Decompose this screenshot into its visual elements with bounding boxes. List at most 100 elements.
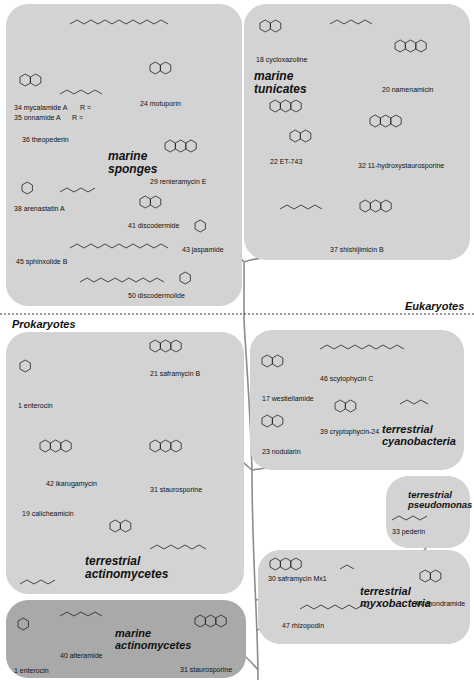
chain-bond bbox=[70, 20, 168, 24]
structure-sketch bbox=[40, 440, 71, 452]
ring-bond bbox=[20, 360, 30, 372]
compound-label: 1 enterocin bbox=[18, 402, 53, 409]
ring-bond bbox=[420, 570, 430, 582]
ring-bond bbox=[171, 440, 181, 452]
ring-bond bbox=[61, 440, 71, 452]
taxon-region: terrestrial myxobacteria bbox=[258, 550, 470, 644]
taxon-region: marine tunicates bbox=[244, 4, 470, 260]
structure-sketch bbox=[260, 20, 281, 32]
compound-label: 22 ET-743 bbox=[270, 158, 302, 165]
ring-bond bbox=[370, 200, 380, 212]
ring-bond bbox=[262, 415, 272, 427]
structure-sketch bbox=[370, 115, 401, 127]
ring-bond bbox=[216, 615, 226, 627]
compound-label: 30 saframycin Mx1 bbox=[268, 575, 327, 582]
region-shape bbox=[386, 476, 470, 548]
chain-bond bbox=[320, 345, 404, 349]
structure-sketch bbox=[300, 605, 370, 609]
compound-label: 36 theopederin bbox=[22, 136, 69, 143]
ring-bond bbox=[360, 200, 370, 212]
region-fill bbox=[258, 550, 470, 644]
compound-label: 29 renieramycin E bbox=[150, 178, 206, 185]
domain-label: Eukaryotes bbox=[405, 300, 464, 312]
ring-bond bbox=[291, 100, 301, 112]
region-fill bbox=[6, 600, 246, 678]
structure-sketch bbox=[150, 545, 206, 549]
structure-sketch bbox=[420, 570, 441, 582]
compound-label: 45 sphinxolide B bbox=[16, 258, 67, 265]
structure-sketch bbox=[395, 40, 426, 52]
structure-sketch bbox=[262, 415, 283, 427]
ring-bond bbox=[18, 618, 28, 630]
structure-sketch bbox=[392, 516, 427, 520]
ring-bond bbox=[175, 140, 185, 152]
region-heading: marine sponges bbox=[108, 150, 172, 175]
compound-label: 32 11-hydroxystaurosporine bbox=[358, 162, 444, 169]
region-fill bbox=[250, 330, 464, 470]
structure-sketch bbox=[60, 188, 95, 192]
chain-bond bbox=[150, 545, 206, 549]
structure-sketch bbox=[20, 580, 55, 584]
ring-bond bbox=[272, 415, 282, 427]
structure-sketch bbox=[60, 612, 102, 616]
ring-bond bbox=[40, 440, 50, 452]
ring-bond bbox=[20, 74, 30, 86]
structure-sketch bbox=[150, 62, 171, 74]
chain-bond bbox=[80, 278, 164, 282]
ring-bond bbox=[140, 196, 150, 208]
structure-sketch bbox=[165, 140, 196, 152]
compound-label: 21 saframycin B bbox=[150, 370, 200, 377]
structure-sketch bbox=[340, 565, 354, 569]
ring-bond bbox=[30, 74, 40, 86]
ring-bond bbox=[150, 62, 160, 74]
compound-label: R = bbox=[72, 114, 83, 121]
ring-bond bbox=[186, 140, 196, 152]
ring-bond bbox=[290, 130, 300, 142]
region-shape bbox=[244, 4, 470, 260]
ring-bond bbox=[150, 196, 160, 208]
ring-bond bbox=[270, 558, 280, 570]
chain-bond bbox=[20, 580, 55, 584]
structure-sketch bbox=[150, 340, 181, 352]
ring-bond bbox=[195, 220, 205, 232]
chain-bond bbox=[330, 20, 372, 24]
ring-bond bbox=[300, 130, 310, 142]
chain-bond bbox=[340, 565, 354, 569]
compound-label: 46 scytophycin C bbox=[320, 375, 373, 382]
chain-bond bbox=[60, 90, 102, 94]
ring-bond bbox=[195, 615, 205, 627]
ring-bond bbox=[391, 115, 401, 127]
structure-sketch bbox=[270, 558, 301, 570]
structure-sketch bbox=[400, 400, 428, 404]
compound-label: 33 pederin bbox=[392, 528, 425, 535]
compound-label: 18 cycloxazoline bbox=[256, 56, 307, 63]
trunk-branch bbox=[252, 470, 258, 680]
structure-sketch bbox=[195, 615, 226, 627]
structure-sketch bbox=[195, 220, 205, 232]
ring-bond bbox=[160, 62, 170, 74]
compound-label: 41 discodermide bbox=[128, 222, 179, 229]
compound-label: 44 chondramide bbox=[415, 600, 465, 607]
structure-sketch bbox=[180, 272, 190, 284]
ring-bond bbox=[395, 40, 405, 52]
region-fill bbox=[6, 4, 242, 306]
ring-bond bbox=[150, 440, 160, 452]
ring-bond bbox=[205, 615, 215, 627]
compound-label: 20 namenamicin bbox=[382, 86, 433, 93]
region-heading: marine tunicates bbox=[254, 70, 324, 95]
structure-sketch bbox=[140, 196, 161, 208]
chain-bond bbox=[392, 516, 427, 520]
ring-bond bbox=[370, 115, 380, 127]
trunk-branch bbox=[243, 262, 245, 320]
ring-bond bbox=[262, 355, 272, 367]
compound-label: 40 alteramide bbox=[60, 652, 102, 659]
compound-label: 31 staurosporine bbox=[150, 486, 202, 493]
ring-bond bbox=[165, 140, 175, 152]
compound-label: 43 jaspamide bbox=[182, 246, 224, 253]
ring-bond bbox=[380, 115, 390, 127]
ring-bond bbox=[405, 40, 415, 52]
ring-bond bbox=[160, 440, 170, 452]
domain-divider bbox=[0, 314, 474, 315]
taxon-region: terrestrial pseudomonas bbox=[386, 476, 470, 548]
